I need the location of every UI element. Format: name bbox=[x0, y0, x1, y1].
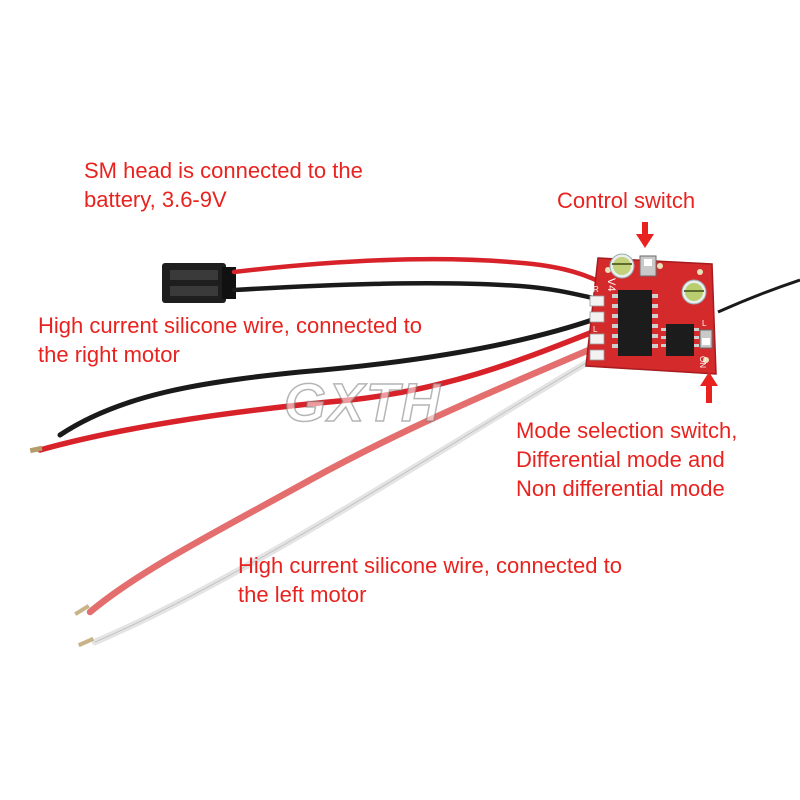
antenna-wire bbox=[717, 278, 800, 314]
board-switch-mark-l: L bbox=[702, 319, 707, 328]
left-motor-wire-white-tip bbox=[77, 636, 95, 648]
left-motor-label: High current silicone wire, connected to… bbox=[238, 553, 622, 607]
left-motor-wire-white-edge bbox=[94, 355, 599, 643]
control-switch-label: Control switch bbox=[557, 188, 696, 213]
capacitor-left bbox=[609, 253, 635, 279]
mode-switch-label: Mode selection switch, Differential mode… bbox=[516, 418, 738, 501]
left-motor-wire-pink bbox=[86, 342, 602, 616]
wire-connectors bbox=[589, 295, 605, 361]
right-motor-wire-black bbox=[57, 315, 601, 438]
control-switch bbox=[639, 255, 657, 277]
battery-wire-black bbox=[231, 281, 605, 303]
battery-label: SM head is connected to the battery, 3.6… bbox=[84, 158, 363, 212]
right-motor-wire-tip bbox=[29, 445, 43, 454]
driver-chip bbox=[661, 324, 699, 356]
right-motor-wire-red bbox=[37, 327, 601, 453]
left-motor-wire-pink-tip bbox=[74, 604, 90, 616]
pcb-board: V4 R L L ON bbox=[585, 253, 717, 375]
board-pin-mark-l: L bbox=[593, 325, 598, 334]
arrow-down-icon bbox=[636, 222, 654, 248]
right-motor-label: High current silicone wire, connected to… bbox=[38, 313, 422, 367]
sm-connector bbox=[162, 263, 236, 303]
watermark-logo: GXTH bbox=[283, 372, 443, 434]
board-pin-mark-r: R bbox=[593, 285, 599, 294]
board-switch-mark-on: ON bbox=[698, 356, 707, 368]
board-version-mark: V4 bbox=[605, 278, 617, 291]
capacitor-right bbox=[681, 279, 707, 305]
mode-switch bbox=[699, 329, 713, 349]
arrow-up-icon bbox=[700, 372, 718, 403]
battery-wire-red bbox=[231, 256, 603, 285]
ic-chip bbox=[612, 290, 658, 356]
